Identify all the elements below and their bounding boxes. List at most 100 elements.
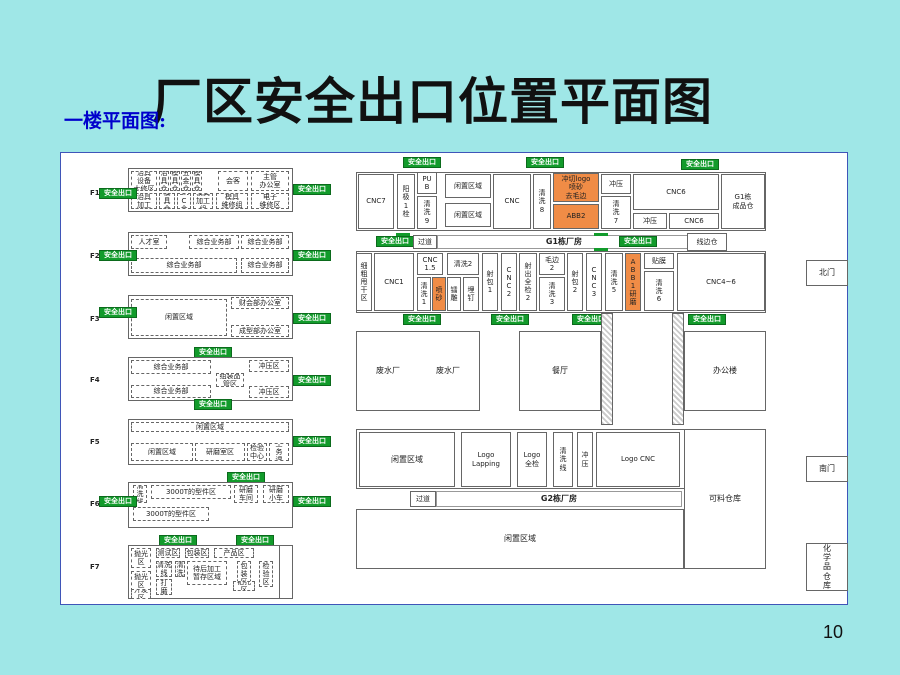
area-maiding: 埋钉 bbox=[463, 277, 479, 311]
f1-room: 模具仓 bbox=[192, 171, 202, 191]
f5-room: 闲置区域 bbox=[131, 443, 193, 461]
area-g1-store: G1栋成品仓 bbox=[721, 174, 765, 229]
exit-sign: 安全出口 bbox=[99, 250, 137, 261]
area-feishui-2: 废水厂 bbox=[436, 366, 460, 376]
area-chongya-2: 冲压 bbox=[633, 213, 667, 229]
f1-room: 会客 bbox=[218, 171, 248, 191]
chemical-warehouse: 化学品仓库 bbox=[806, 543, 848, 591]
area-qingxi-xian: 清洗线 bbox=[553, 432, 573, 487]
f7-room: 包装区 bbox=[185, 548, 209, 558]
exit-sign: 安全出口 bbox=[293, 184, 331, 195]
page-subtitle: 一楼平面图: bbox=[64, 110, 167, 132]
wastewater-plant bbox=[356, 331, 480, 411]
f1-room: 治具加工 bbox=[131, 193, 157, 209]
f1-room: 模具维修组 bbox=[216, 193, 248, 209]
f4-room: 冲压区 bbox=[249, 386, 289, 398]
area-cnc: CNC bbox=[493, 174, 531, 229]
f5-room: 研磨室区 bbox=[195, 443, 245, 461]
f1-room: 模具加工组 bbox=[193, 193, 213, 209]
f7-room: 打磨 bbox=[156, 579, 172, 595]
f5-room: 闲置区域 bbox=[131, 422, 289, 432]
f2-room: 人才室 bbox=[131, 235, 167, 249]
exit-marker bbox=[594, 233, 608, 236]
exit-marker bbox=[594, 248, 608, 251]
g2-building-label: G2栋厂房 bbox=[540, 494, 578, 504]
f4-room: 冲压区 bbox=[249, 360, 289, 372]
floor-label-f3: F3 bbox=[90, 315, 100, 323]
exit-sign: 安全出口 bbox=[293, 436, 331, 447]
f6-room: 3000T的型件区 bbox=[133, 507, 209, 521]
f4-room: 组装品管区 bbox=[216, 373, 244, 387]
f7-room: 测试区 bbox=[156, 548, 180, 558]
g2-corridor: G2栋厂房 bbox=[436, 491, 682, 507]
north-gate: 北门 bbox=[806, 260, 848, 286]
area-idle: 闲置区域 bbox=[445, 203, 491, 227]
f1-room: 电子维修区 bbox=[251, 193, 289, 209]
area-idle: 闲置区域 bbox=[359, 432, 455, 487]
f7-room: 抛光区 bbox=[131, 548, 151, 568]
exit-sign: 安全出口 bbox=[681, 159, 719, 170]
covered-walkway bbox=[672, 313, 684, 425]
area-pensha: 喷砂 bbox=[432, 277, 446, 311]
floor-label-f6: F6 bbox=[90, 500, 100, 508]
area-feishui-1: 废水厂 bbox=[376, 366, 400, 376]
f7-room: 待后加工暂存区域 bbox=[187, 561, 227, 585]
page-number: 10 bbox=[823, 622, 844, 642]
exit-sign: 安全出口 bbox=[403, 314, 441, 325]
exit-sign: 安全出口 bbox=[293, 250, 331, 261]
area-abb2: ABB2 bbox=[553, 204, 599, 229]
area-bangong: 办公楼 bbox=[684, 331, 766, 411]
g1-building-label: G1栋厂房 bbox=[545, 237, 583, 247]
floor-label-f4: F4 bbox=[90, 376, 100, 384]
exit-sign: 安全出口 bbox=[293, 375, 331, 386]
exit-sign: 安全出口 bbox=[403, 157, 441, 168]
area-idle: 闲置区域 bbox=[445, 174, 491, 198]
exit-sign: 安全出口 bbox=[491, 314, 529, 325]
f6-room: 3000T的型件区 bbox=[151, 485, 231, 499]
f1-room: 主管办公室 bbox=[251, 171, 289, 191]
f3-room: 财会部办公室 bbox=[231, 297, 289, 309]
exit-sign: 安全出口 bbox=[293, 496, 331, 507]
f1-room: 模具仓 bbox=[159, 193, 175, 209]
f7-room: 清洗线 bbox=[156, 561, 172, 577]
f7-side-room bbox=[279, 545, 293, 599]
floor-label-f5: F5 bbox=[90, 438, 100, 446]
area-xigang: 细粗甩干区 bbox=[356, 253, 372, 311]
f3-room: 闲置区域 bbox=[131, 299, 227, 336]
exit-sign: 安全出口 bbox=[194, 399, 232, 410]
f1-room: CNC仓 bbox=[177, 193, 191, 209]
f6-room: 研磨车间 bbox=[234, 485, 258, 503]
exit-sign: 安全出口 bbox=[99, 188, 137, 199]
exit-sign: 安全出口 bbox=[99, 496, 137, 507]
f5-room: 检验中心 bbox=[247, 443, 267, 461]
f1-room: 五金仓 bbox=[181, 171, 191, 191]
area-idle: 闲置区域 bbox=[356, 509, 684, 569]
f1-room: 治具仓 bbox=[159, 171, 169, 191]
f7-room: 开发区 bbox=[131, 589, 151, 599]
f2-room: 综合业务部 bbox=[131, 258, 237, 273]
f7-room: 抛光区 bbox=[131, 571, 151, 591]
floor-label-f7: F7 bbox=[90, 563, 100, 571]
exit-sign: 安全出口 bbox=[526, 157, 564, 168]
f1-room: 治具设备大修区 bbox=[131, 171, 157, 191]
area-chongya: 冲压 bbox=[601, 174, 631, 194]
area-cnc6-b: CNC6 bbox=[669, 213, 719, 229]
f4-room: 综合业务部 bbox=[131, 360, 211, 374]
f2-room: 综合业务部 bbox=[241, 258, 289, 273]
